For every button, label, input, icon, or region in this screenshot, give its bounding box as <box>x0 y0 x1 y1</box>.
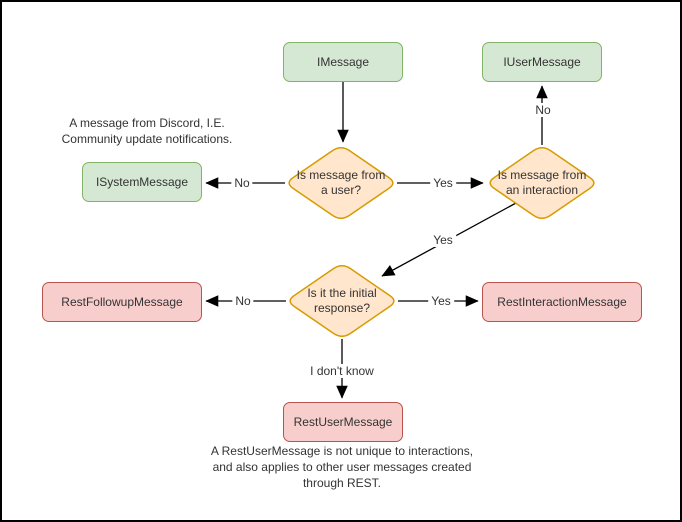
edge-label-interaction-yes: Yes <box>430 233 456 247</box>
decision-initial-response-shape <box>289 265 395 337</box>
note-rest-user-message: A RestUserMessage is not unique to inter… <box>210 444 474 490</box>
node-restusermessage: RestUserMessage <box>283 402 403 442</box>
node-restfollowupmessage: RestFollowupMessage <box>42 282 202 322</box>
decision-from-interaction-shape <box>489 147 595 219</box>
decision-from-user-shape <box>288 147 394 219</box>
node-imessage: IMessage <box>283 42 403 82</box>
edge-label-initial-unknown: I don't know <box>307 364 377 378</box>
edge-label-initial-yes: Yes <box>428 294 454 308</box>
edge-label-user-yes: Yes <box>430 176 456 190</box>
edge-label-user-no: No <box>231 176 253 190</box>
edge-label-interaction-no: No <box>532 103 554 117</box>
node-restinteractionmessage: RestInteractionMessage <box>482 282 642 322</box>
note-system-message: A message from Discord, I.E. Community u… <box>61 116 233 146</box>
node-isystemmessage: ISystemMessage <box>82 162 202 202</box>
node-iusermessage: IUserMessage <box>482 42 602 82</box>
edge-label-initial-no: No <box>232 294 254 308</box>
